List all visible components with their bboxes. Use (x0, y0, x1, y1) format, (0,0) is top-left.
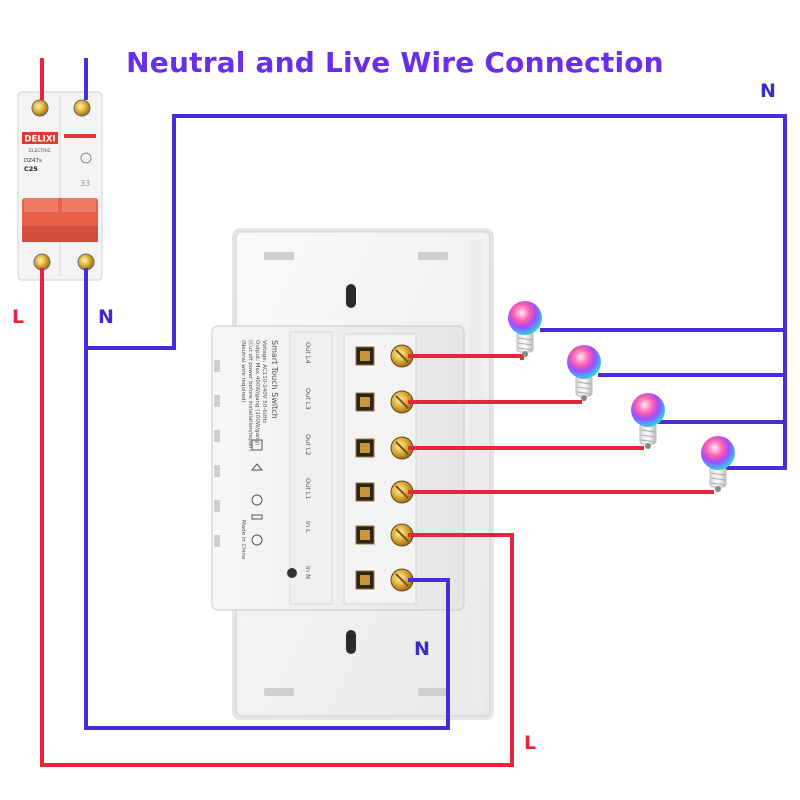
terminal-label-in-n: In N (304, 566, 312, 579)
terminal-out-l1 (355, 480, 414, 504)
label-n-top-right: N (760, 80, 776, 102)
terminal-label-in-l: In L (304, 521, 312, 533)
breaker-rating: C25 (24, 165, 38, 173)
terminal-out-l4 (355, 344, 414, 368)
terminal-label-out-l4: Out L4 (304, 342, 312, 364)
breaker-brand: DELIXI (24, 135, 55, 145)
terminal-in-n (355, 568, 414, 592)
module-spec-4: (Neutral wire required) (240, 340, 246, 403)
module-spec-3: (Cut off power before installation/repai… (247, 340, 253, 451)
smart-bulbs (508, 301, 735, 492)
label-l-breaker: L (12, 306, 25, 328)
module-logo-icon (287, 568, 297, 578)
terminal-label-out-l1: Out L1 (304, 478, 312, 500)
breaker-model: DZ47s (24, 158, 42, 164)
switch-module: Smart Touch Switch Voltage: AC110-240V 5… (211, 325, 465, 611)
smart-bulb-1 (508, 301, 542, 357)
module-spec-2: Output: Max.400W/gang (100W/gang) (254, 340, 260, 445)
terminal-out-l3 (355, 390, 414, 414)
smart-bulb-4 (701, 436, 735, 492)
terminal-label-out-l2: Out L2 (304, 434, 312, 456)
diagram-title: Neutral and Live Wire Connection (126, 46, 664, 79)
svg-text:33: 33 (80, 179, 90, 188)
module-spec-1: Voltage: AC110-240V 50-60Hz (261, 340, 267, 423)
terminal-out-l2 (355, 436, 414, 460)
certification-icons (250, 439, 264, 546)
label-n-breaker: N (98, 306, 114, 328)
label-l-bottom: L (524, 732, 537, 754)
circuit-breaker: DELIXI ELECTRIC DZ47s C25 33 (17, 91, 103, 281)
terminal-label-out-l3: Out L3 (304, 388, 312, 410)
live-wires (40, 58, 714, 767)
neutral-wires (84, 58, 787, 730)
breaker-sub: ELECTRIC (29, 148, 51, 154)
smart-bulb-3 (631, 393, 665, 449)
label-n-bottom: N (414, 638, 430, 660)
smart-bulb-2 (567, 345, 601, 401)
module-title: Smart Touch Switch (270, 340, 279, 419)
module-made-in: Made in China (240, 520, 246, 559)
terminal-in-l (355, 523, 414, 547)
